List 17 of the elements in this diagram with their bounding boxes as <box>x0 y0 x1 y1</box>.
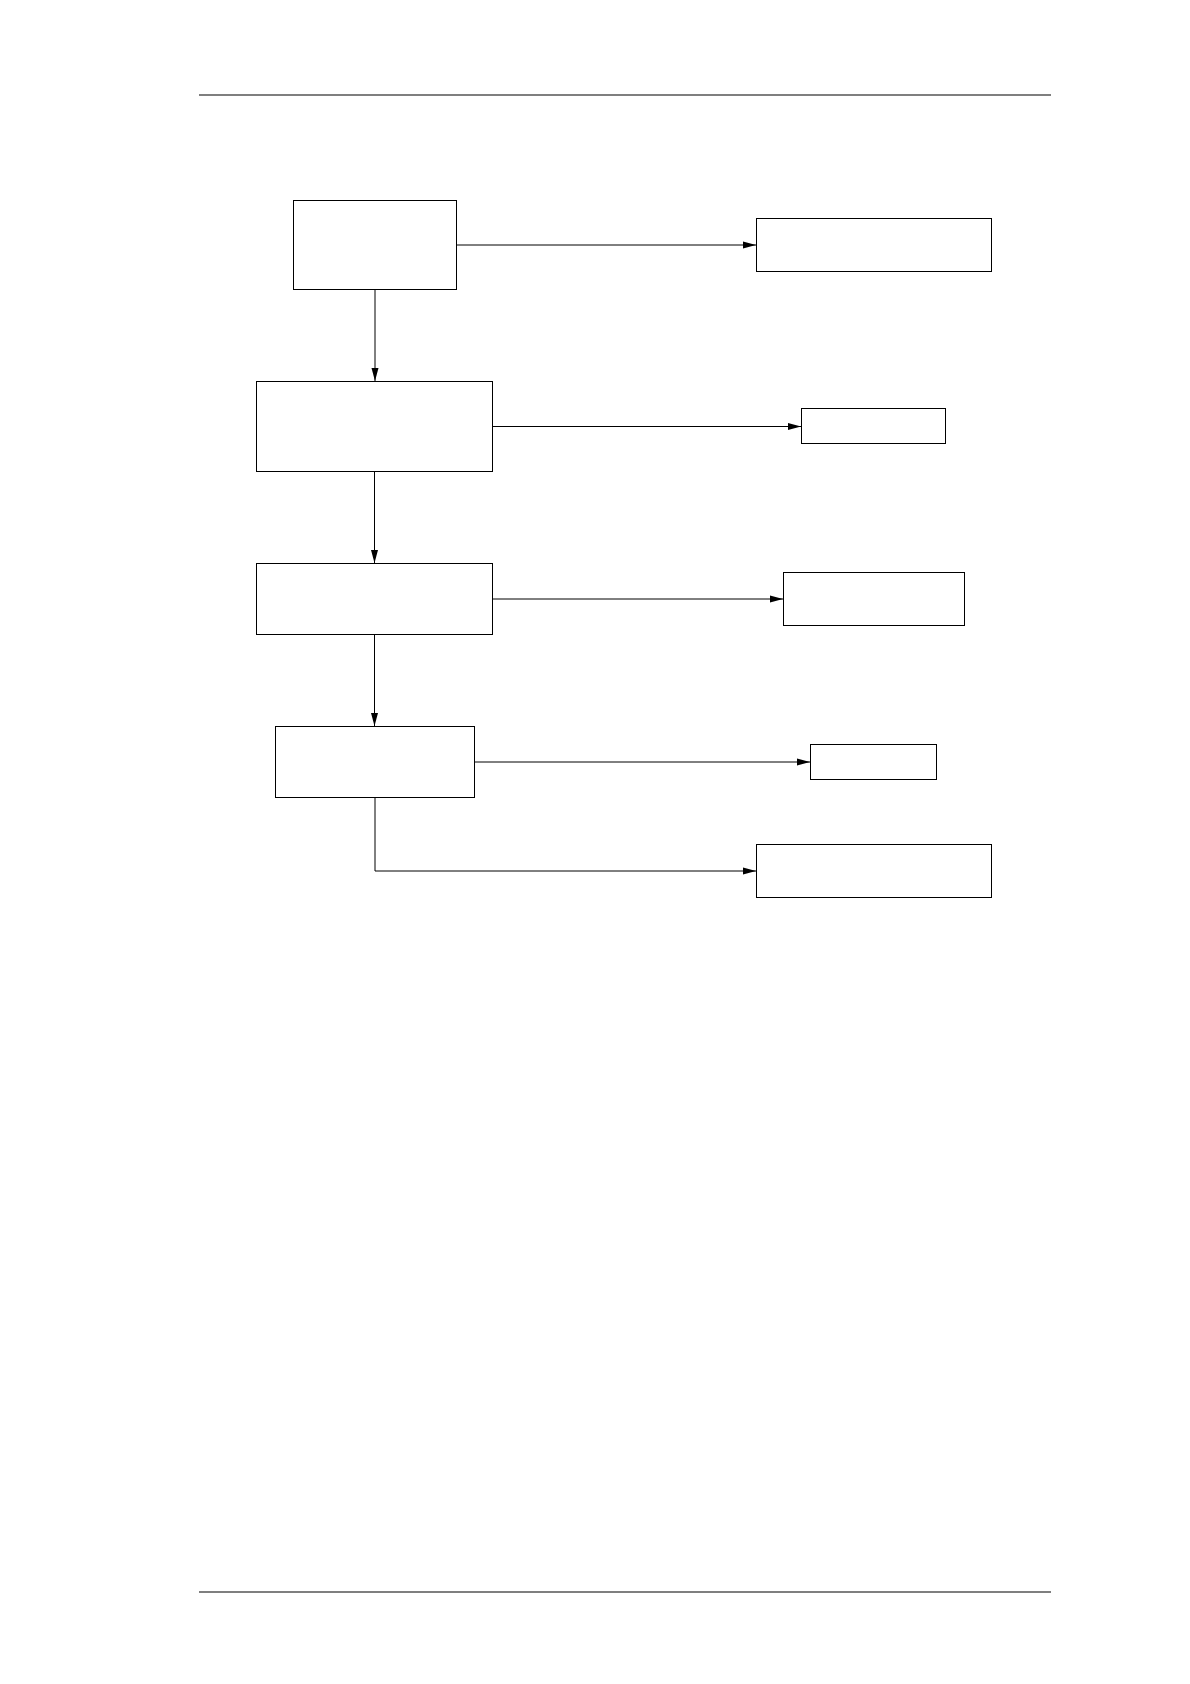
arrow <box>456 241 757 249</box>
empty-box <box>810 744 937 780</box>
empty-box <box>801 408 946 444</box>
empty-box <box>783 572 965 626</box>
arrow <box>492 423 802 430</box>
empty-box <box>756 218 992 272</box>
empty-box <box>275 726 475 798</box>
arrow <box>474 758 811 766</box>
empty-box <box>256 563 493 635</box>
arrow <box>371 289 379 382</box>
arrow <box>492 595 784 603</box>
arrow <box>371 634 378 727</box>
arrow <box>374 797 757 875</box>
empty-box <box>293 200 457 290</box>
empty-box <box>256 381 493 472</box>
empty-box <box>756 844 992 898</box>
arrow <box>371 471 378 564</box>
